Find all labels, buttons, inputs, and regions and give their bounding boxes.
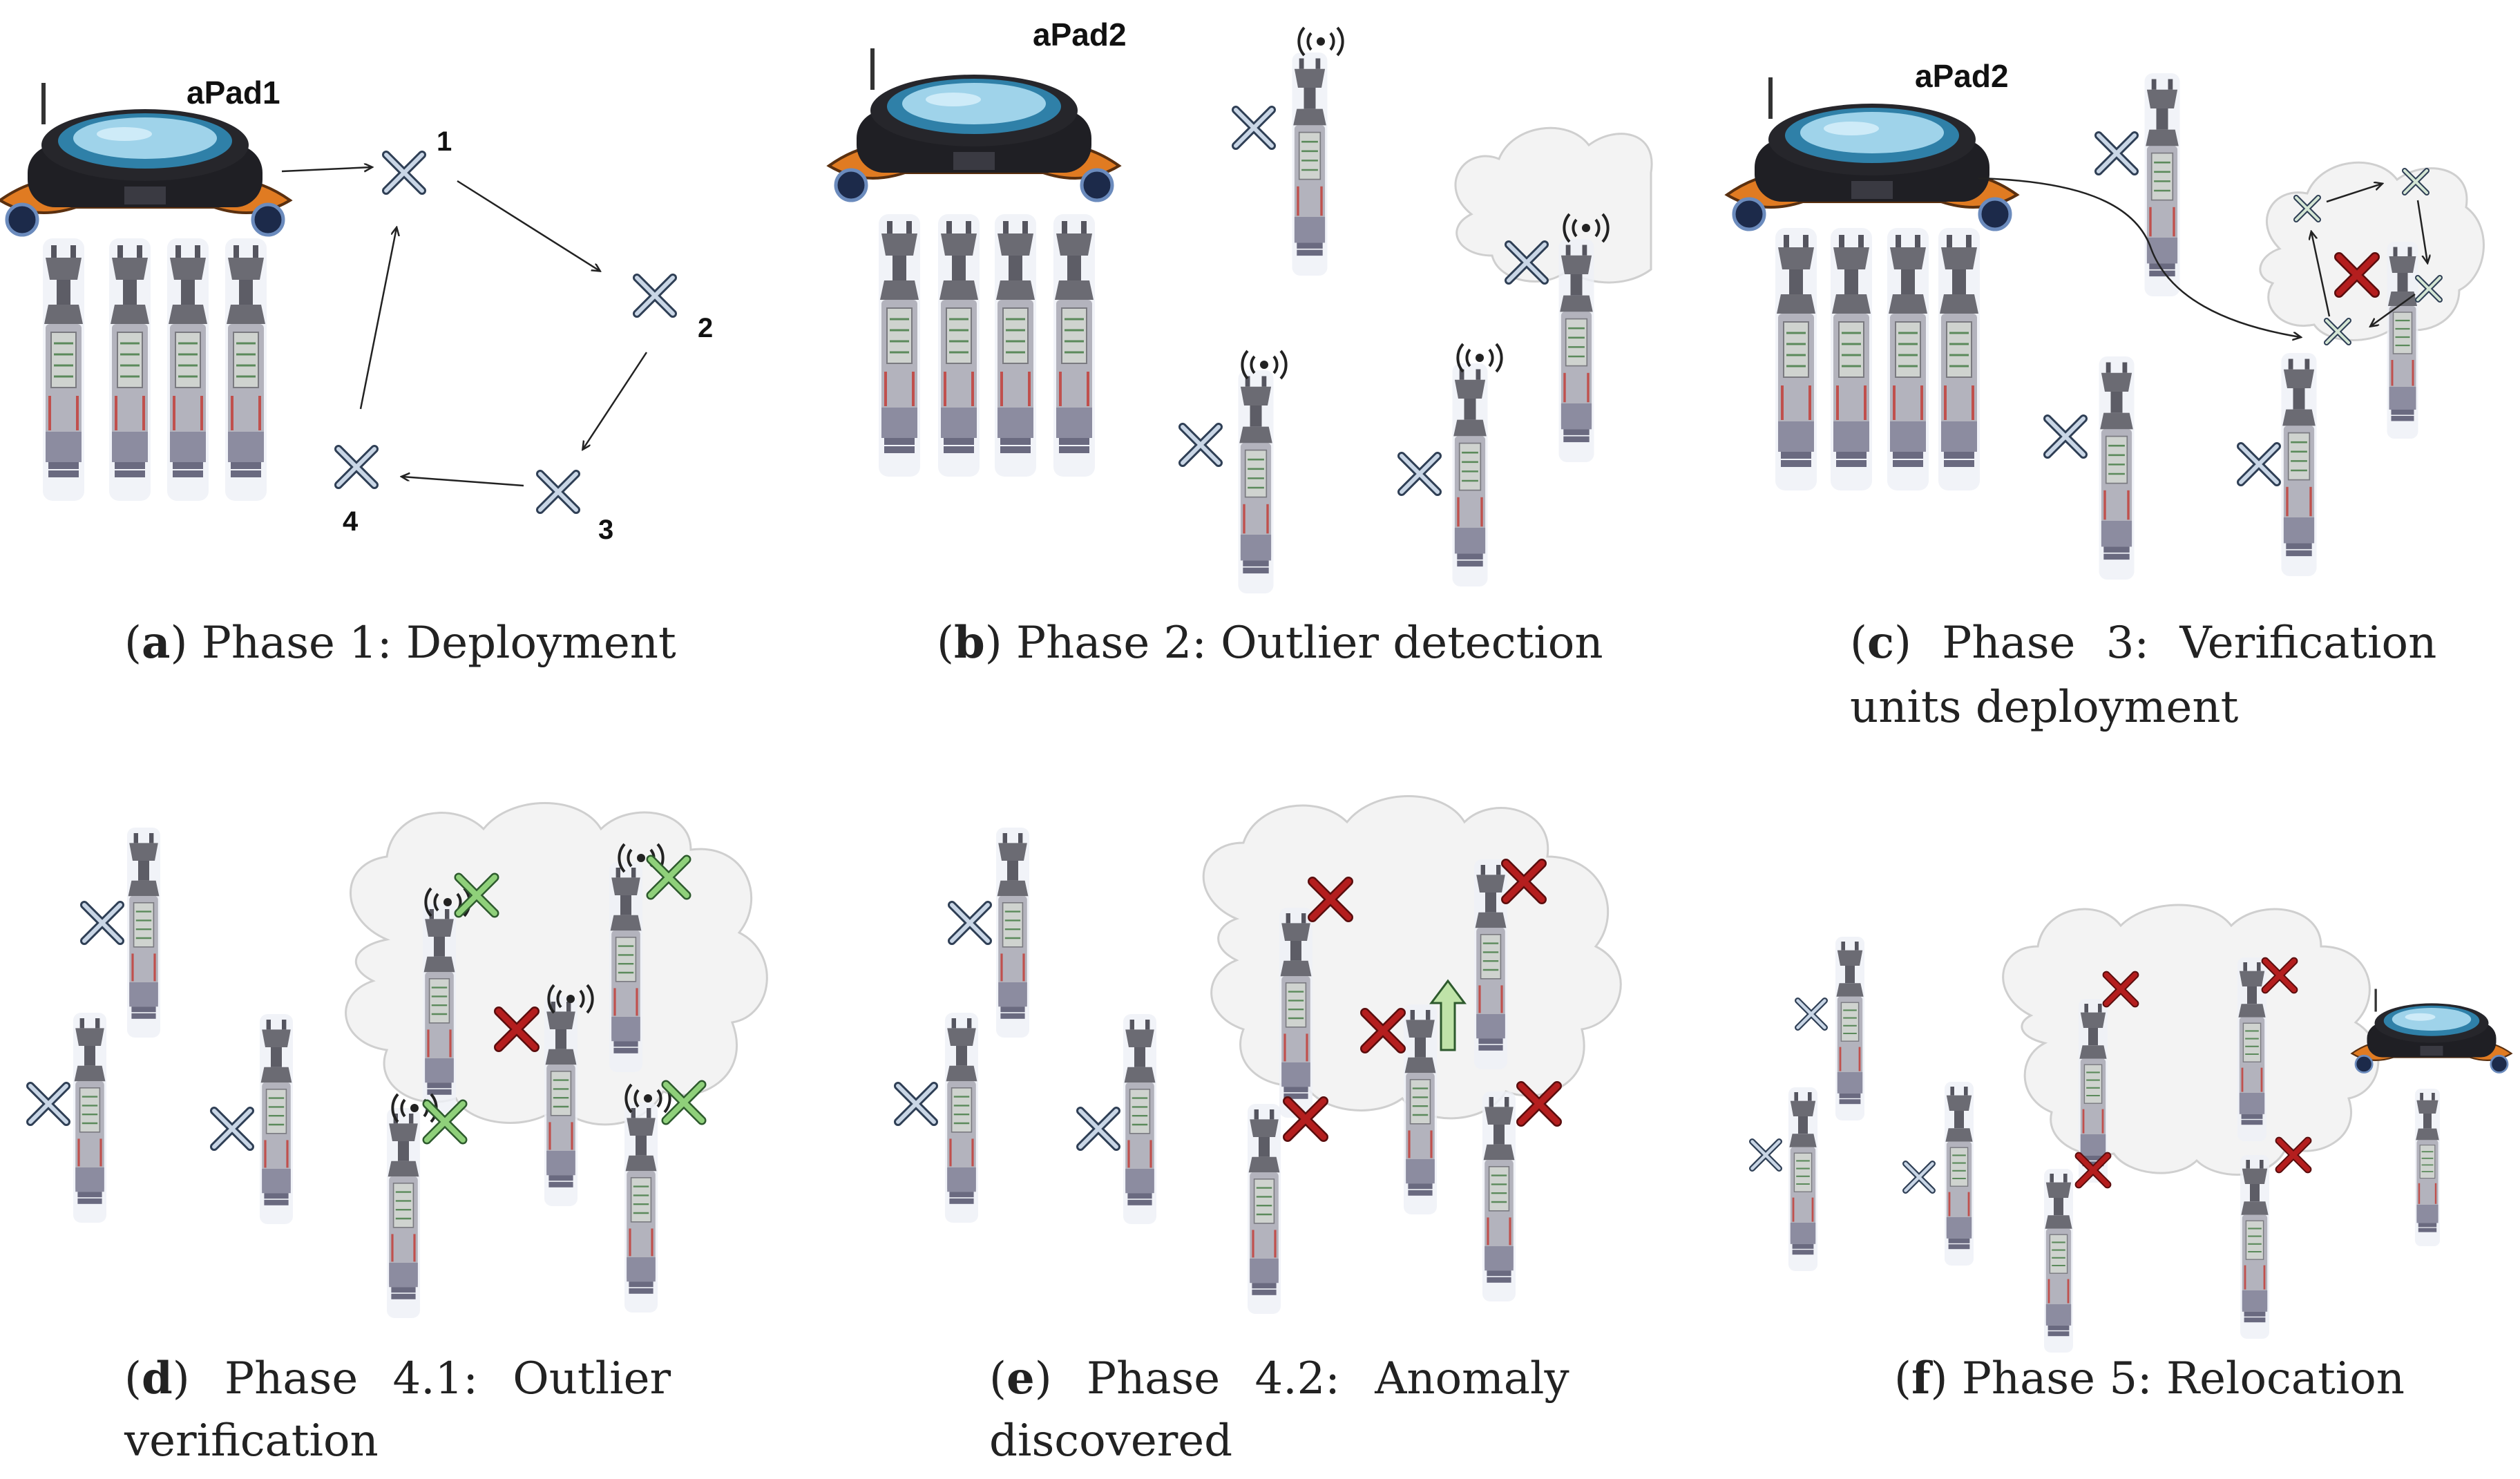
sensor-unit-icon — [2414, 1088, 2441, 1247]
sensor-unit-icon — [995, 826, 1031, 1039]
panel-e — [898, 795, 1622, 1315]
sensor-unit-icon — [1834, 935, 1866, 1122]
waypoint-label: 1 — [437, 126, 452, 157]
apad-label: aPad2 — [1915, 58, 2009, 94]
sensor-unit-icon — [1291, 51, 1328, 277]
sensor-unit-icon — [543, 995, 579, 1208]
sensor-unit-icon — [2144, 72, 2181, 298]
caption-e-line2: discovered — [989, 1415, 1233, 1467]
waypoint-label: 4 — [343, 506, 359, 537]
panel-f — [1753, 904, 2512, 1354]
sensor-unit-icon — [2098, 355, 2135, 581]
sensor-unit-icon — [258, 1013, 294, 1225]
caption-e: (e) Phase 4.2: Anomaly — [989, 1353, 1569, 1404]
apad-label: aPad2 — [1033, 17, 1127, 53]
sensor-unit-icon — [1451, 362, 1489, 588]
sensor-unit-icon — [623, 1101, 659, 1314]
sensor-cross-icon — [1236, 110, 1272, 146]
sensor-cross-icon — [1080, 1111, 1116, 1147]
move-up-arrow-icon — [1429, 979, 1467, 1051]
sensor-unit-icon — [166, 237, 210, 502]
sensor-cross-icon — [1906, 1164, 1933, 1191]
sensor-unit-icon — [1886, 227, 1930, 492]
sensor-cross-icon — [30, 1086, 66, 1122]
caption-f: (f) Phase 5: Relocation — [1894, 1353, 2405, 1404]
sensor-unit-icon — [944, 1011, 980, 1224]
sensor-cross-icon — [1798, 1001, 1825, 1028]
caption-b: (b) Phase 2: Outlier detection — [937, 617, 1603, 669]
apad-robot-icon — [1727, 77, 2017, 229]
waypoint-cross-icon — [338, 449, 374, 485]
sensor-unit-icon — [1246, 1103, 1282, 1315]
sensor-unit-icon — [1829, 227, 1873, 492]
panel-b: aPad2 — [829, 17, 1653, 595]
sensor-unit-icon — [937, 213, 981, 478]
sensor-cross-icon — [214, 1111, 250, 1147]
waypoint-label: 2 — [698, 313, 713, 343]
sensor-unit-icon — [1402, 1003, 1438, 1216]
signal-icon — [1297, 26, 1344, 57]
sensor-unit-icon — [1558, 238, 1595, 464]
anomaly-cloud — [2259, 161, 2485, 341]
sensor-cross-icon — [2241, 446, 2277, 482]
sensor-cross-icon — [1753, 1142, 1779, 1169]
sensor-cross-icon — [2048, 419, 2083, 455]
waypoint-cross-icon — [540, 474, 576, 510]
sensor-unit-icon — [224, 237, 268, 502]
panel-d — [30, 802, 768, 1319]
sensor-unit-icon — [1774, 227, 1818, 492]
sensor-unit-icon — [108, 237, 152, 502]
sensor-unit-icon — [1943, 1080, 1975, 1267]
sensor-unit-icon — [877, 213, 922, 478]
sensor-unit-icon — [126, 826, 162, 1039]
waypoint-label: 3 — [598, 515, 613, 545]
anomaly-cloud — [1454, 126, 1653, 284]
waypoint-cross-icon — [386, 155, 422, 191]
anomaly-cloud — [2002, 904, 2380, 1176]
sensor-unit-icon — [41, 237, 86, 502]
sensor-unit-icon — [2386, 240, 2419, 440]
sensor-unit-icon — [1481, 1090, 1517, 1303]
sensor-unit-icon — [1278, 906, 1314, 1119]
sensor-unit-icon — [2236, 956, 2268, 1143]
caption-d: (d) Phase 4.1: Outlier — [124, 1353, 671, 1404]
sensor-unit-icon — [421, 902, 457, 1115]
caption-d-line2: verification — [124, 1415, 379, 1467]
caption-a: (a) Phase 1: Deployment — [124, 617, 676, 669]
sensor-cross-icon — [898, 1086, 934, 1122]
sensor-unit-icon — [1787, 1086, 1819, 1272]
panel-a: aPad1 1 2 3 4 — [0, 75, 713, 545]
sensor-cross-icon — [2099, 135, 2135, 171]
caption-c-line2: units deployment — [1850, 682, 2239, 733]
apad-label: aPad1 — [187, 75, 280, 111]
sensor-unit-icon — [993, 213, 1038, 478]
sensor-unit-icon — [385, 1107, 421, 1319]
sensor-cross-icon — [1402, 456, 1438, 492]
sensor-cross-icon — [952, 905, 988, 941]
sensor-unit-icon — [1473, 858, 1509, 1071]
panel-c: aPad2 — [1727, 58, 2485, 581]
sensor-unit-icon — [1052, 213, 1096, 478]
caption-c: (c) Phase 3: Verification — [1850, 617, 2437, 669]
sensor-unit-icon — [2280, 352, 2318, 578]
sensor-unit-icon — [2239, 1154, 2271, 1340]
sensor-unit-icon — [72, 1011, 108, 1224]
sensor-unit-icon — [1937, 227, 1981, 492]
sensor-unit-icon — [1237, 369, 1275, 595]
sensor-cross-icon — [1183, 427, 1219, 463]
apad-robot-icon — [829, 48, 1119, 200]
sensor-unit-icon — [1122, 1013, 1158, 1225]
sensor-unit-icon — [2043, 1167, 2074, 1354]
apad-robot-icon — [2351, 988, 2512, 1074]
sensor-cross-icon — [84, 905, 120, 941]
sensor-unit-icon — [608, 861, 644, 1074]
waypoint-cross-icon — [637, 278, 673, 314]
